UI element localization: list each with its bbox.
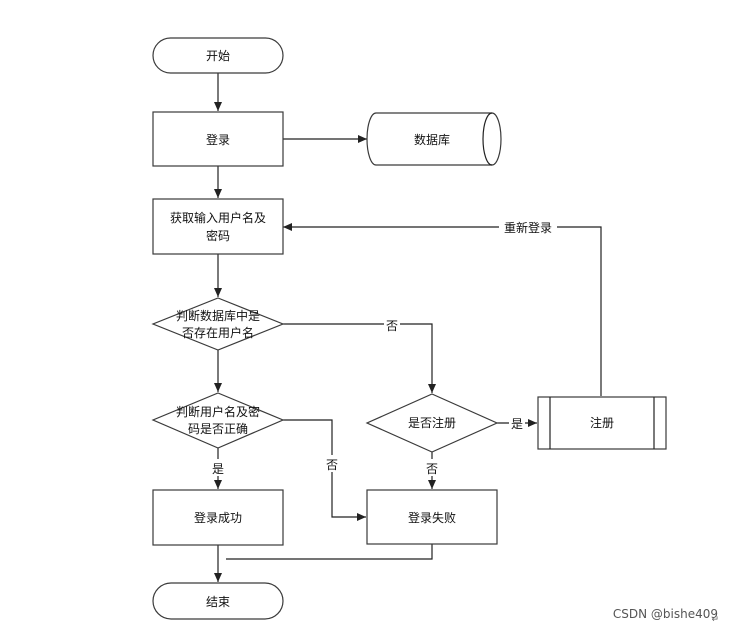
watermark: CSDN @bishe409 [612,607,718,621]
edge-label-no-correct: 否 [326,458,338,472]
return-mark: ↵ [711,615,719,625]
edge-label-yes-correct: 是 [212,462,224,476]
node-fail: 登录失败 [366,489,498,545]
node-start: 开始 [152,37,284,74]
node-database-label: 数据库 [414,132,450,147]
node-get-input: 获取输入用户名及 密码 [152,198,284,255]
node-check-user-line1: 判断数据库中是 [176,308,260,323]
node-get-input-line1: 获取输入用户名及 [170,210,266,225]
edges [214,73,602,582]
node-register: 注册 [537,396,667,450]
node-check-user: 判断数据库中是 否存在用户名 [151,297,285,351]
edge-label-no-register: 否 [426,462,438,476]
edge-label-yes-register: 是 [511,417,523,431]
node-fail-label: 登录失败 [408,510,456,525]
node-end-label: 结束 [206,595,230,609]
node-check-password-line2: 码是否正确 [188,422,248,436]
node-check-password: 判断用户名及密 码是否正确 [151,392,285,449]
edge-register-input [283,223,602,396]
node-end: 结束 [152,582,284,620]
node-success: 登录成功 [152,489,284,546]
edge-label-relogin: 重新登录 [504,220,552,235]
edge-checkuser-registerq [283,323,436,393]
edge-label-no-user: 否 [386,319,398,333]
node-register-label: 注册 [590,415,614,430]
node-start-label: 开始 [206,49,230,63]
node-success-label: 登录成功 [194,510,242,525]
node-get-input-line2: 密码 [206,228,230,243]
node-login-label: 登录 [206,132,230,147]
node-register-question-label: 是否注册 [408,415,456,430]
node-database: 数据库 [366,112,502,166]
edge-fail-end [226,544,433,560]
node-check-password-line1: 判断用户名及密 [176,404,260,419]
node-check-user-line2: 否存在用户名 [182,325,254,340]
node-login: 登录 [152,111,284,167]
node-register-question: 是否注册 [365,393,499,453]
